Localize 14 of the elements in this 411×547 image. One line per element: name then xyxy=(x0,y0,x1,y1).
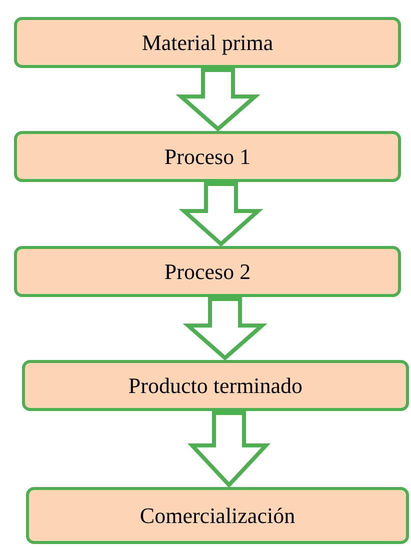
box-label: Material prima xyxy=(142,30,274,56)
process-box xyxy=(14,17,401,68)
block-arrow xyxy=(178,182,264,247)
process-box xyxy=(14,131,401,182)
box-label: Producto terminado xyxy=(128,372,303,398)
box-label: Proceso 1 xyxy=(164,144,251,170)
process-box xyxy=(26,487,409,544)
block-arrow xyxy=(176,68,260,132)
box-label: Comercialización xyxy=(140,502,296,528)
box-label: Proceso 2 xyxy=(164,258,251,284)
block-arrow xyxy=(182,297,268,361)
process-box xyxy=(14,246,401,297)
block-arrow xyxy=(187,411,271,488)
process-box xyxy=(22,360,409,411)
